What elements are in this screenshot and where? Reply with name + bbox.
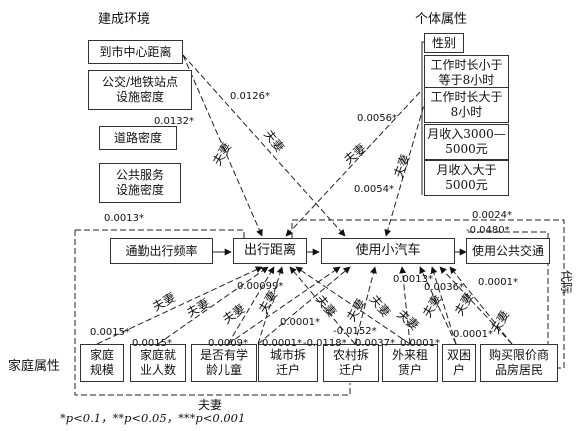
coef-11: 0.0001*	[262, 338, 302, 349]
arrow-hh-size	[96, 266, 263, 345]
household-box-7: 购买限价商 品房居民	[480, 344, 558, 382]
arrow-urban-relocated-dist	[257, 266, 284, 345]
individual-box-4: 月收入大于 5000元	[424, 160, 509, 196]
coef-7: 0.00099*	[237, 281, 284, 292]
household-box-0: 家庭 规模	[80, 344, 124, 382]
individual-box-0: 性别	[424, 33, 464, 53]
arrow-dist-center-to-car	[182, 54, 346, 237]
coef-3: 0.0054*	[354, 184, 394, 195]
coef-12: 0.0001*	[280, 317, 320, 328]
household-box-5: 外来租 赁户	[382, 344, 438, 382]
individual-box-1: 工作时长小于 等于8小时	[424, 55, 509, 91]
coef-6: -0.0480*	[466, 225, 510, 236]
household-box-4: 农村拆 迁户	[323, 344, 379, 382]
outcome-car-use: 使用小汽车	[321, 238, 455, 264]
coef-10: 0.0009*	[208, 338, 248, 349]
frequency-frame	[75, 229, 245, 238]
coef-8: 0.0015*	[90, 327, 130, 338]
coef-1: 0.0132*	[154, 116, 194, 127]
arrow-rural-relocated-dist	[289, 266, 356, 345]
right-frame-inner	[468, 231, 549, 350]
arrow-school-car	[227, 266, 341, 345]
built-env-box-1: 公交/地铁站点 设施密度	[88, 70, 192, 110]
arrow-migrant-dist	[295, 266, 411, 345]
household-box-6: 双困 户	[442, 344, 476, 382]
coef-15: 0.0037*	[355, 338, 395, 349]
arrow-worktime-to-distance	[285, 91, 421, 237]
built-env-box-0: 到市中心距离	[88, 40, 183, 64]
coef-16: 0.0001*	[400, 338, 440, 349]
coef-5: 0.0024*	[472, 210, 512, 221]
relation-15: 代际	[559, 269, 574, 295]
relation-16: 夫妻	[198, 398, 223, 412]
arrow-dist-center-to-distance	[182, 54, 263, 237]
arrow-poor-car	[419, 266, 457, 345]
outcome-travel-distance: 出行距离	[233, 238, 307, 264]
individual-box-2: 工作时长大于 8小时	[424, 87, 509, 123]
individual-bracket	[421, 41, 424, 195]
arrow-worktime-to-car	[384, 97, 427, 237]
built-env-box-2: 道路密度	[99, 126, 177, 150]
outcome-commute-frequency: 通勤出行频率	[110, 238, 213, 264]
household-box-2: 是否有学 龄儿童	[191, 344, 257, 382]
coef-17: 0.0001*	[453, 329, 493, 340]
coef-19: 0.0036*	[424, 282, 464, 293]
arrow-urban-relocated-car	[257, 266, 351, 345]
coef-4: 0.0013*	[104, 213, 144, 224]
coef-9: 0.0015*	[132, 338, 172, 349]
arrow-poor-pt	[430, 266, 457, 345]
outcome-public-transport: 使用公共交通	[466, 238, 550, 264]
arrow-rural-relocated-car	[354, 266, 377, 345]
coef-13: -0.0118*	[303, 338, 347, 349]
coef-0: 0.0126*	[230, 91, 270, 102]
arrow-hh-workers	[157, 266, 269, 345]
right-frame	[291, 219, 565, 369]
coef-14: -0.0152*	[333, 326, 377, 337]
coef-20: 0.0001*	[478, 277, 518, 288]
household-box-1: 家庭就 业人数	[130, 344, 186, 382]
arrow-school-child	[227, 266, 275, 345]
footnote: *p<0.1，**p<0.05，***p<0.001	[60, 411, 246, 425]
individual-box-3: 月收入3000— 5000元	[424, 124, 509, 160]
arrow-migrant-car	[399, 266, 411, 345]
household-heading: 家庭属性	[8, 359, 61, 374]
household-box-3: 城市拆 迁户	[258, 344, 318, 382]
household-frame	[74, 230, 351, 396]
individual-heading: 个体属性	[415, 12, 468, 27]
built-env-heading: 建成环境	[98, 12, 151, 27]
coef-2: 0.0056*	[357, 113, 397, 124]
arrow-price-limited-car2	[449, 266, 513, 345]
built-env-box-3: 公共服务 设施密度	[99, 163, 181, 203]
coef-18: 0.0013*	[393, 274, 433, 285]
